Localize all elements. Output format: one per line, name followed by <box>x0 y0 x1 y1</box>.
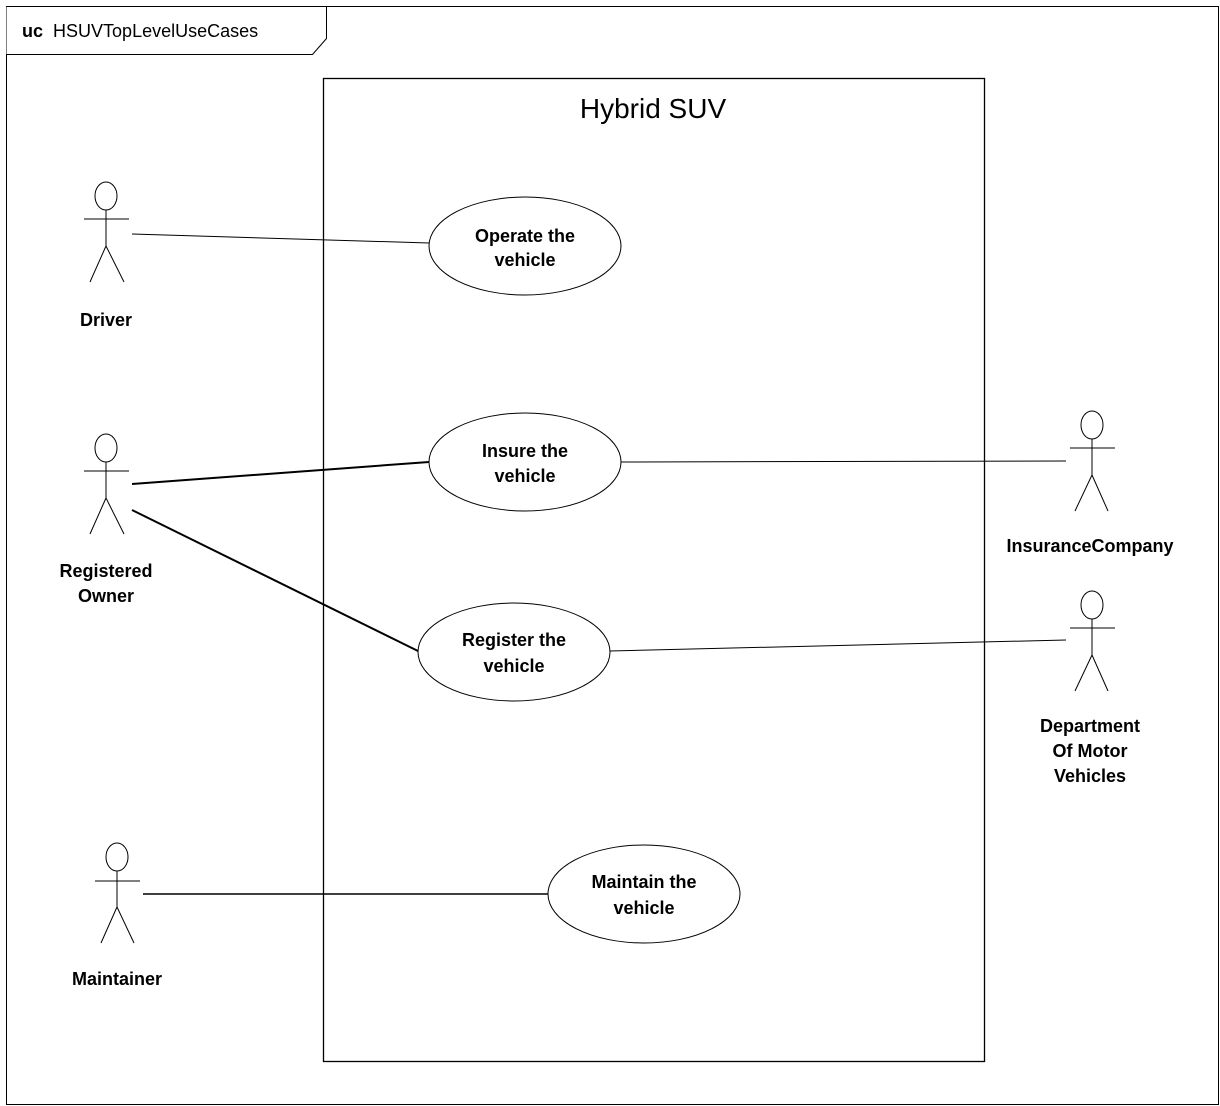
actor-dmv-label-1: Department <box>1040 716 1140 736</box>
use-case-register-label-1: Register the <box>462 630 566 650</box>
use-case-maintain-label-1: Maintain the <box>591 872 696 892</box>
association-owner-register <box>131 509 419 652</box>
actor-driver-label: Driver <box>80 310 132 330</box>
frame-title: HSUVTopLevelUseCases <box>53 21 258 41</box>
use-case-maintain-shape <box>547 844 741 944</box>
use-case-register-label-2: vehicle <box>483 656 544 676</box>
use-case-insure-label-2: vehicle <box>494 466 555 486</box>
actor-dmv[interactable] <box>1070 590 1115 692</box>
system-name: Hybrid SUV <box>580 93 727 124</box>
use-case-operate-label-1: Operate the <box>475 226 575 246</box>
use-case-insure-shape <box>428 412 622 512</box>
actor-registered-owner-label-1: Registered <box>59 561 152 581</box>
actor-maintainer-icon <box>95 842 140 944</box>
association-owner-insure <box>131 461 430 485</box>
actor-dmv-icon <box>1070 590 1115 692</box>
association-dmv-register <box>609 639 1067 652</box>
system-boundary <box>322 77 986 1063</box>
use-case-operate-label-2: vehicle <box>494 250 555 270</box>
actor-registered-owner-icon <box>84 433 129 535</box>
use-case-operate[interactable]: Operate the vehicle <box>428 196 622 296</box>
actor-dmv-label-2: Of Motor <box>1053 741 1128 761</box>
actor-insurance-company[interactable] <box>1070 410 1115 512</box>
actor-driver[interactable] <box>84 181 129 283</box>
use-case-maintain[interactable]: Maintain the vehicle <box>547 844 741 944</box>
use-case-maintain-label-2: vehicle <box>613 898 674 918</box>
actor-driver-icon <box>84 181 129 283</box>
actor-registered-owner-label-2: Owner <box>78 586 134 606</box>
use-case-register-shape <box>417 602 611 702</box>
associations <box>131 233 1067 895</box>
use-case-insure[interactable]: Insure the vehicle <box>428 412 622 512</box>
frame-label: uc HSUVTopLevelUseCases <box>22 21 258 41</box>
association-driver-operate <box>131 233 430 244</box>
use-case-insure-label-1: Insure the <box>482 441 568 461</box>
actor-dmv-label-3: Vehicles <box>1054 766 1126 786</box>
actor-insurance-company-icon <box>1070 410 1115 512</box>
association-insurance-insure <box>620 460 1067 463</box>
frame-kind: uc <box>22 21 43 41</box>
actor-maintainer-label: Maintainer <box>72 969 162 989</box>
use-case-operate-shape <box>428 196 622 296</box>
actor-insurance-company-label: InsuranceCompany <box>1006 536 1173 556</box>
use-case-register[interactable]: Register the vehicle <box>417 602 611 702</box>
actor-maintainer[interactable] <box>95 842 140 944</box>
frame-name-tab <box>6 6 327 55</box>
actor-registered-owner[interactable] <box>84 433 129 535</box>
